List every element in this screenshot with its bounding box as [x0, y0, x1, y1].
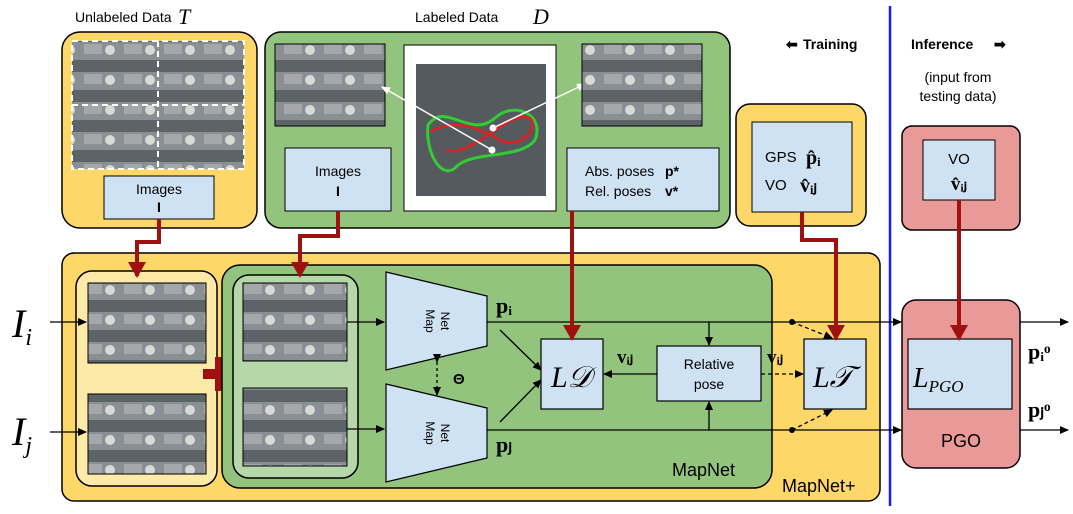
- gps-label: GPS: [765, 149, 797, 166]
- rel-poses-symbol: v*: [665, 183, 679, 199]
- relative-pose-line-2: pose: [694, 376, 725, 392]
- inference-arrow-icon: ➡: [994, 36, 1006, 52]
- input-image-i: [87, 282, 207, 364]
- pointer-to-right-photo: [492, 83, 586, 129]
- mapnet-box: [221, 264, 773, 489]
- gps-symbol: p̂ᵢ: [806, 147, 821, 169]
- abs-poses-symbol: p*: [665, 163, 680, 179]
- junction-dot-bottom: [789, 427, 795, 433]
- unlabeled-images-box: [103, 175, 215, 220]
- input-symbol-j: Ij: [11, 409, 32, 459]
- mapnet-encoder-top-map: Map: [423, 309, 437, 333]
- vo-label-inference: VO: [948, 151, 970, 168]
- poses-box: [566, 147, 720, 212]
- gps-vo-training-section: GPS p̂ᵢ VO v̂ᵢⱼ: [735, 103, 867, 227]
- pgo-label: PGO: [941, 431, 981, 451]
- data-flow-arrows: [50, 318, 1069, 436]
- loss-d-box: [540, 338, 604, 410]
- abs-poses-label: Abs. poses: [585, 163, 654, 179]
- input-note-line-2: testing data): [919, 88, 996, 104]
- pose-symbol-pj: pⱼ: [496, 432, 512, 457]
- mapnet-plus-label: MapNet+: [782, 476, 856, 496]
- training-arrow-icon: ⬅: [785, 36, 798, 52]
- input-symbol-i: Ii: [11, 301, 32, 351]
- unlabeled-data-section: Unlabeled Data T Images I: [61, 4, 258, 229]
- training-label: Training: [803, 36, 857, 52]
- loss-t-box: [803, 338, 867, 410]
- unlabeled-image-grid: [71, 40, 245, 170]
- input-image-j: [87, 393, 207, 475]
- supervision-arrows: [128, 200, 968, 341]
- labeled-photo-right: [581, 43, 703, 127]
- labeled-data-section: Labeled Data D Images I Abs. poses p* Re…: [264, 4, 731, 229]
- mapnet-encoder-bottom: [385, 383, 488, 483]
- junction-dot-top: [789, 319, 795, 325]
- relative-pose-box: [656, 345, 762, 402]
- mapnet-encoder-bottom-net: Net: [438, 424, 452, 443]
- labeled-data-title: Labeled Data: [415, 9, 499, 25]
- vo-inference-section: VO v̂ᵢⱼ: [901, 125, 1021, 231]
- vo-label-training: VO: [765, 177, 787, 194]
- mapnet-encoder-top: [385, 271, 488, 371]
- vo-inference-box: [922, 139, 996, 201]
- theta-symbol: Θ: [453, 371, 465, 388]
- unlabeled-images-symbol: I: [157, 199, 161, 215]
- unlabeled-data-symbol: T: [178, 4, 192, 29]
- plus-icon: [203, 357, 237, 391]
- inference-label: Inference: [911, 36, 973, 52]
- rel-poses-label: Rel. poses: [585, 183, 651, 199]
- labeled-image-i: [242, 282, 348, 362]
- gps-vo-box: [751, 121, 853, 213]
- loss-d-symbol: L𝒟: [550, 361, 597, 394]
- pointer-to-left-photo: [381, 86, 493, 151]
- loss-pgo-box: [907, 338, 1013, 410]
- labeled-images-label: Images: [315, 163, 361, 179]
- vij-symbol-right: vᵢⱼ: [767, 347, 783, 368]
- vo-symbol-inference: v̂ᵢⱼ: [951, 174, 967, 195]
- vo-symbol-training: v̂ᵢⱼ: [800, 175, 817, 197]
- vij-symbol-left: vᵢⱼ: [617, 347, 633, 368]
- labeled-image-j: [242, 387, 348, 467]
- unlabeled-data-title: Unlabeled Data: [75, 9, 172, 25]
- labeled-images-symbol: I: [336, 183, 340, 199]
- pose-symbol-pi: pᵢ: [496, 293, 512, 318]
- trajectory-red: [429, 115, 534, 153]
- unlabeled-images-label: Images: [136, 181, 182, 197]
- mapnet-encoder-top-net: Net: [438, 312, 452, 331]
- trajectory-green: [426, 108, 539, 173]
- input-note-line-1: (input from: [925, 69, 992, 85]
- labeled-data-symbol: D: [532, 4, 549, 29]
- labeled-images-box: [284, 147, 392, 212]
- mapnet-encoder-bottom-map: Map: [423, 421, 437, 445]
- output-symbol-pi: pᵢᵒ: [1028, 339, 1050, 364]
- relative-pose-line-1: Relative: [684, 356, 735, 372]
- mapnet-label: MapNet: [672, 460, 735, 480]
- output-symbol-pj: pⱼᵒ: [1028, 397, 1050, 422]
- labeled-photo-left: [274, 43, 386, 127]
